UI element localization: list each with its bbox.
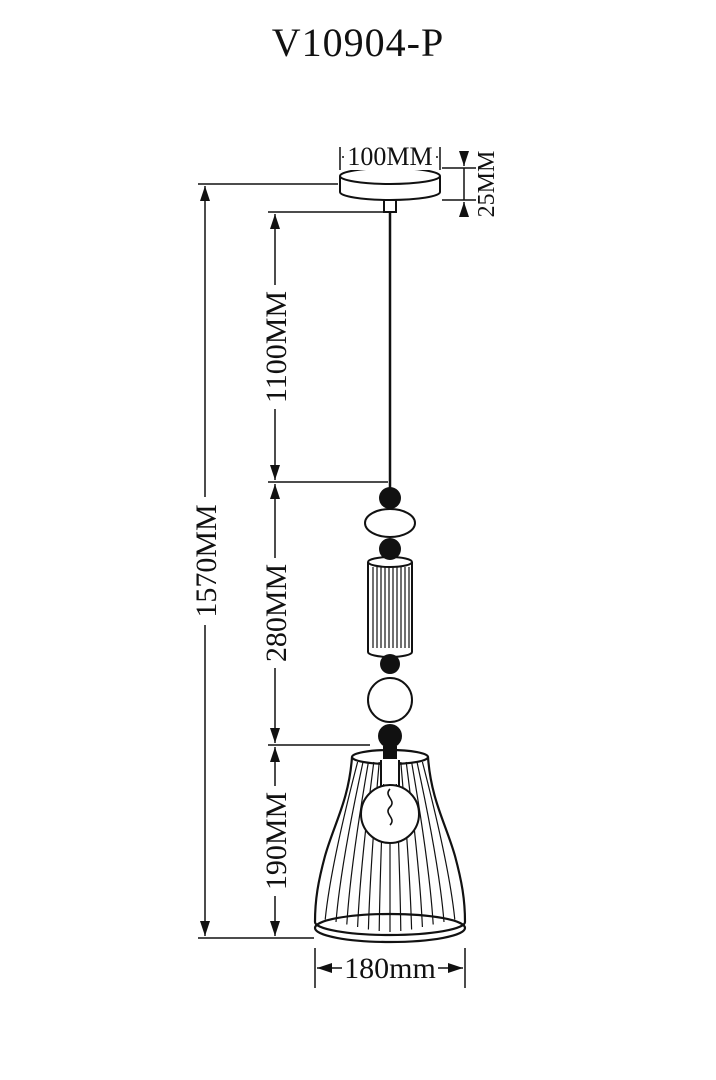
extension-lines — [198, 147, 476, 988]
drawing-title: V10904-P — [272, 20, 444, 65]
shade-height-label: 190MM — [258, 786, 293, 896]
canopy-height-label: 25MM — [474, 151, 500, 218]
lampshade — [313, 746, 467, 944]
shade-bottom-rim — [313, 912, 467, 944]
svg-text:1570MM: 1570MM — [190, 504, 223, 617]
bead-sphere-black-4 — [378, 724, 402, 748]
bead-sphere-black-3 — [380, 654, 400, 674]
overall-height-label: 1570MM — [188, 497, 223, 625]
ceiling-canopy — [339, 167, 441, 213]
suspension-length-label: 1100MM — [258, 285, 293, 409]
light-bulb — [360, 746, 420, 844]
bead-sphere-black-2 — [379, 538, 401, 560]
shade-diameter-label: 180mm — [342, 952, 438, 985]
bead-ribbed-cylinder — [367, 556, 413, 658]
svg-text:180mm: 180mm — [344, 952, 436, 985]
bulb-socket — [383, 746, 397, 759]
bead-sphere-white — [367, 677, 413, 723]
svg-text:280MM: 280MM — [260, 564, 293, 662]
svg-text:1100MM: 1100MM — [260, 291, 293, 403]
svg-text:25MM: 25MM — [474, 151, 500, 218]
canopy-width-label: 100MM — [344, 142, 436, 171]
svg-text:100MM: 100MM — [347, 142, 432, 171]
bulb-filament — [387, 788, 393, 826]
bead-stack — [364, 487, 416, 748]
bead-sphere-black-1 — [379, 487, 401, 509]
svg-text:190MM: 190MM — [260, 792, 293, 890]
decor-stack-height-label: 280MM — [258, 558, 293, 668]
cord-grip — [383, 199, 397, 213]
bead-oval-white — [364, 508, 416, 538]
